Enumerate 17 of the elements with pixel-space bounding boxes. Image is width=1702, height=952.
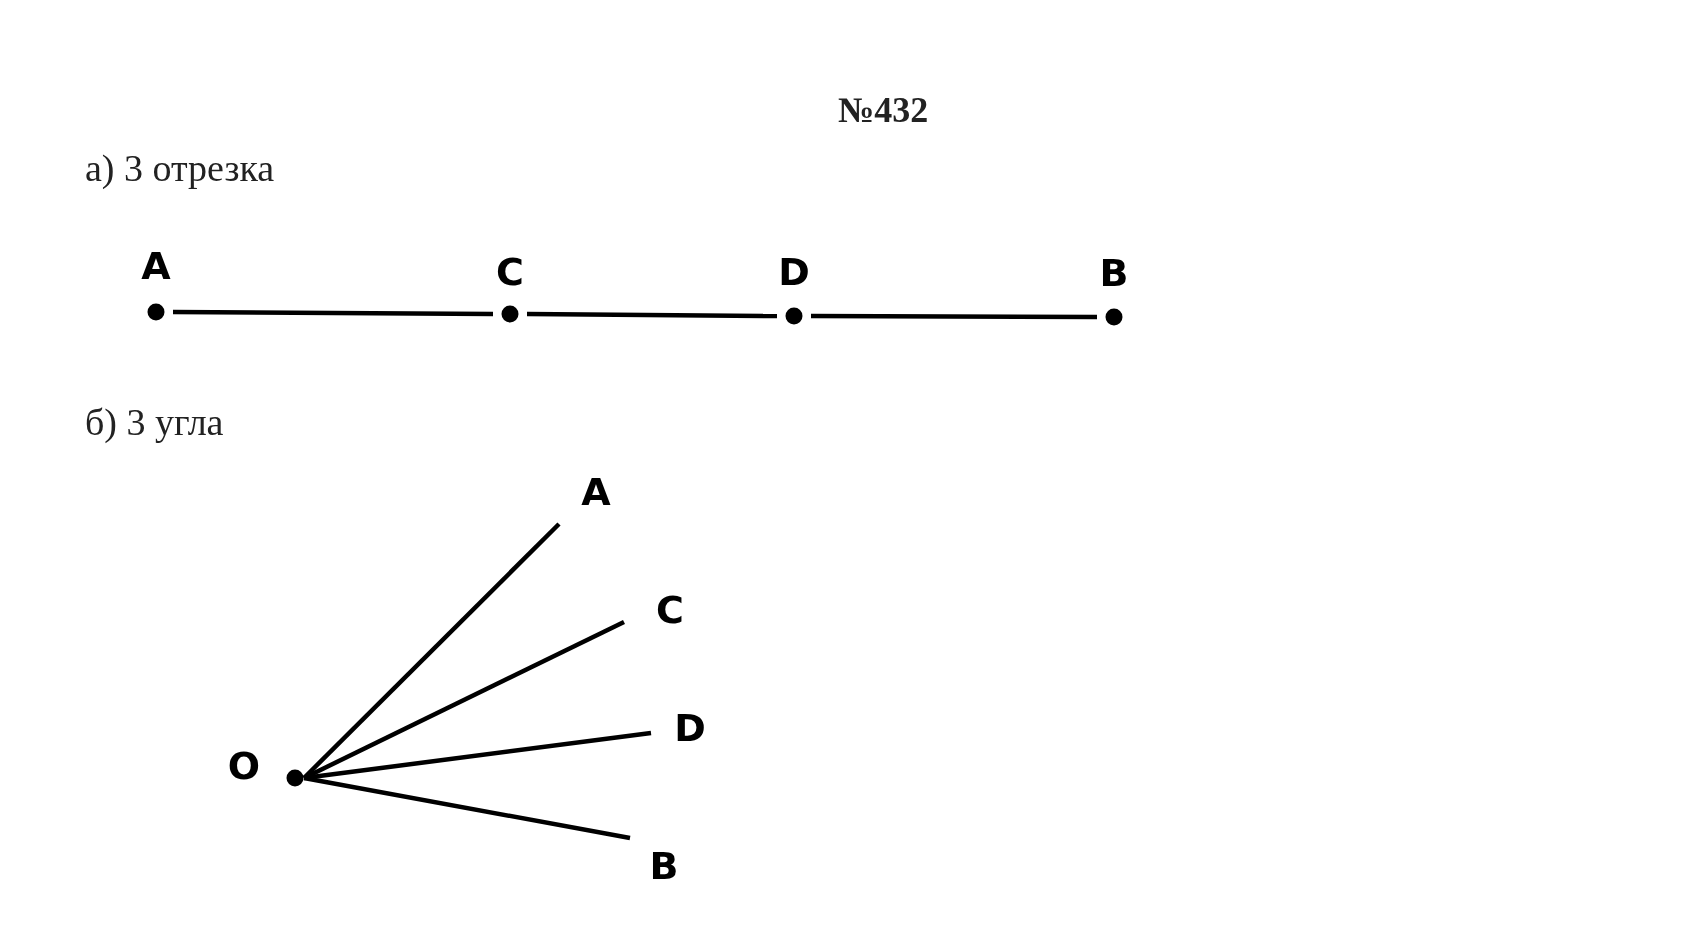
point-label: A bbox=[580, 470, 612, 514]
part-heading: б) 3 угла bbox=[85, 400, 224, 444]
ray-line bbox=[303, 775, 631, 841]
point-label: A bbox=[140, 244, 172, 288]
segment-line bbox=[527, 311, 777, 319]
point-label: O bbox=[226, 744, 262, 788]
point-label: B bbox=[648, 844, 680, 888]
part-heading: а) 3 отрезка bbox=[85, 146, 275, 190]
segment-line bbox=[811, 313, 1097, 320]
problem-number: №432 bbox=[838, 89, 929, 132]
ray-line bbox=[303, 730, 652, 781]
point-label: C bbox=[655, 588, 685, 632]
point-label: D bbox=[777, 250, 811, 294]
point-label: B bbox=[1098, 251, 1130, 295]
point-label: D bbox=[673, 706, 707, 750]
segment-line bbox=[173, 309, 493, 317]
point-label: C bbox=[495, 250, 525, 294]
